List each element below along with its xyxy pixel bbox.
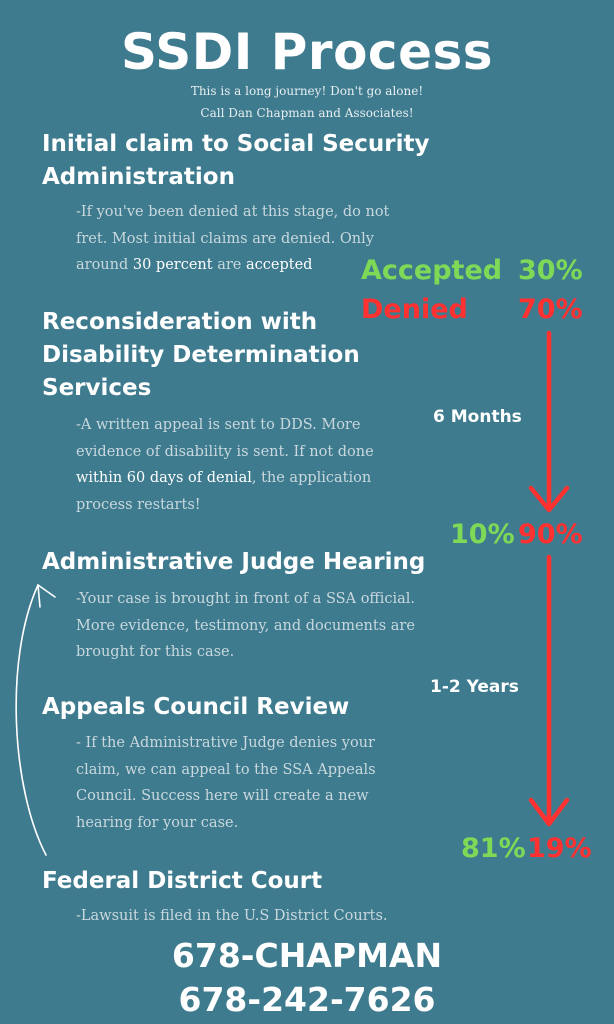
page-title: SSDI Process [120, 23, 493, 81]
arrow-down-icon [528, 330, 570, 513]
duration-1-2-years: 1-2 Years [430, 677, 519, 697]
denied-value: 70% [518, 294, 583, 325]
arrow-down-icon [528, 554, 570, 827]
accepted-label: Accepted [361, 255, 503, 286]
accepted-value: 30% [518, 255, 583, 286]
phone-number[interactable]: 678-242-7626 [178, 980, 436, 1019]
step-2-heading: Reconsideration with Disability Determin… [42, 309, 360, 401]
reconsideration-denied: 90% [518, 519, 583, 550]
reconsideration-accepted: 10% [450, 519, 515, 550]
step-1-heading: Initial claim to Social Security Adminis… [42, 131, 430, 190]
step-2-description: -A written appeal is sent to DDS. More e… [76, 417, 374, 513]
tagline-line-1: This is a long journey! Don't go alone! [190, 84, 424, 98]
highlight-60-days: within 60 days of denial [76, 470, 252, 486]
duration-6-months: 6 Months [433, 407, 522, 427]
step-5-heading: Federal District Court [42, 868, 323, 894]
tagline-line-2: Call Dan Chapman and Associates! [200, 106, 414, 120]
step-5-description: -Lawsuit is filed in the U.S District Co… [76, 908, 388, 924]
highlight-30-percent: 30 percent [132, 257, 213, 273]
step-3-heading: Administrative Judge Hearing [42, 549, 426, 575]
phone-vanity[interactable]: 678-CHAPMAN [171, 936, 443, 975]
step-1-description: -If you've been denied at this stage, do… [76, 204, 390, 273]
step-3-description: -Your case is brought in front of a SSA … [76, 591, 416, 660]
step-4-description: - If the Administrative Judge denies you… [76, 735, 376, 831]
hearing-accepted: 81% [461, 833, 526, 864]
hearing-denied: 19% [527, 833, 592, 864]
highlight-accepted: accepted [246, 257, 313, 273]
curved-arrow-up-icon [15, 584, 56, 856]
step-4-heading: Appeals Council Review [42, 694, 350, 720]
denied-label: Denied [361, 294, 468, 325]
